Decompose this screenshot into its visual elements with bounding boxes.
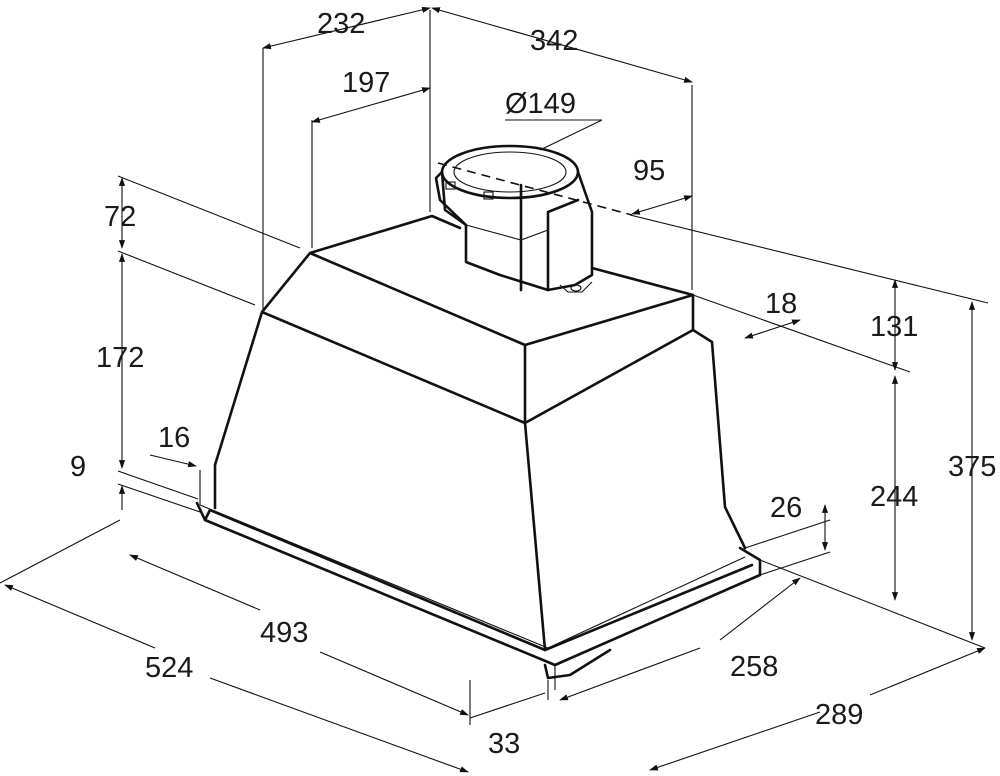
label-72: 72 (104, 201, 136, 233)
bottom-flange-inner (203, 508, 754, 652)
dim-line-493b (319, 651, 469, 716)
dim-line-524 (4, 584, 156, 649)
dim-line-493 (129, 554, 261, 611)
dimension-labels: 232 342 197 Ø149 95 72 18 131 172 16 9 3… (70, 8, 996, 760)
dim-line-197 (311, 87, 431, 123)
label-244: 244 (870, 481, 918, 513)
label-131: 131 (870, 311, 918, 343)
hood-body (195, 144, 762, 680)
dim-line-289b (649, 711, 821, 771)
label-289: 289 (815, 699, 863, 731)
fan-outlet (434, 144, 594, 293)
outlet-centerline (437, 162, 633, 216)
dim-line-289 (869, 647, 986, 696)
bottom-flange (195, 501, 762, 667)
label-493: 493 (260, 617, 308, 649)
bottom-foot (543, 648, 612, 680)
label-9: 9 (70, 451, 86, 483)
dim-line-33 (469, 692, 546, 719)
label-524: 524 (145, 652, 193, 684)
outlet-ring (440, 144, 580, 200)
label-26: 26 (770, 492, 802, 524)
upper-box (260, 214, 695, 347)
dim-line-342 (431, 7, 693, 83)
dim-line-diameter (505, 119, 603, 151)
extension-lines (0, 10, 989, 725)
dim-line-16 (149, 454, 197, 468)
label-342: 342 (530, 25, 578, 57)
label-197: 197 (342, 67, 390, 99)
label-258: 258 (730, 651, 778, 683)
label-172: 172 (96, 342, 144, 374)
dim-line-524b (209, 677, 469, 773)
flange-rim (199, 504, 746, 649)
label-95: 95 (633, 155, 665, 187)
dim-line-18 (744, 319, 801, 339)
label-diameter: Ø149 (505, 88, 576, 120)
label-16: 16 (158, 422, 190, 454)
dim-line-232 (262, 6, 431, 50)
label-232: 232 (317, 8, 365, 40)
dimension-lines (4, 6, 986, 773)
dim-line-258b (559, 647, 701, 701)
dim-line-258 (719, 577, 801, 641)
dim-line-95 (631, 195, 693, 215)
label-375: 375 (948, 451, 996, 483)
label-18: 18 (765, 288, 797, 320)
label-33: 33 (488, 728, 520, 760)
